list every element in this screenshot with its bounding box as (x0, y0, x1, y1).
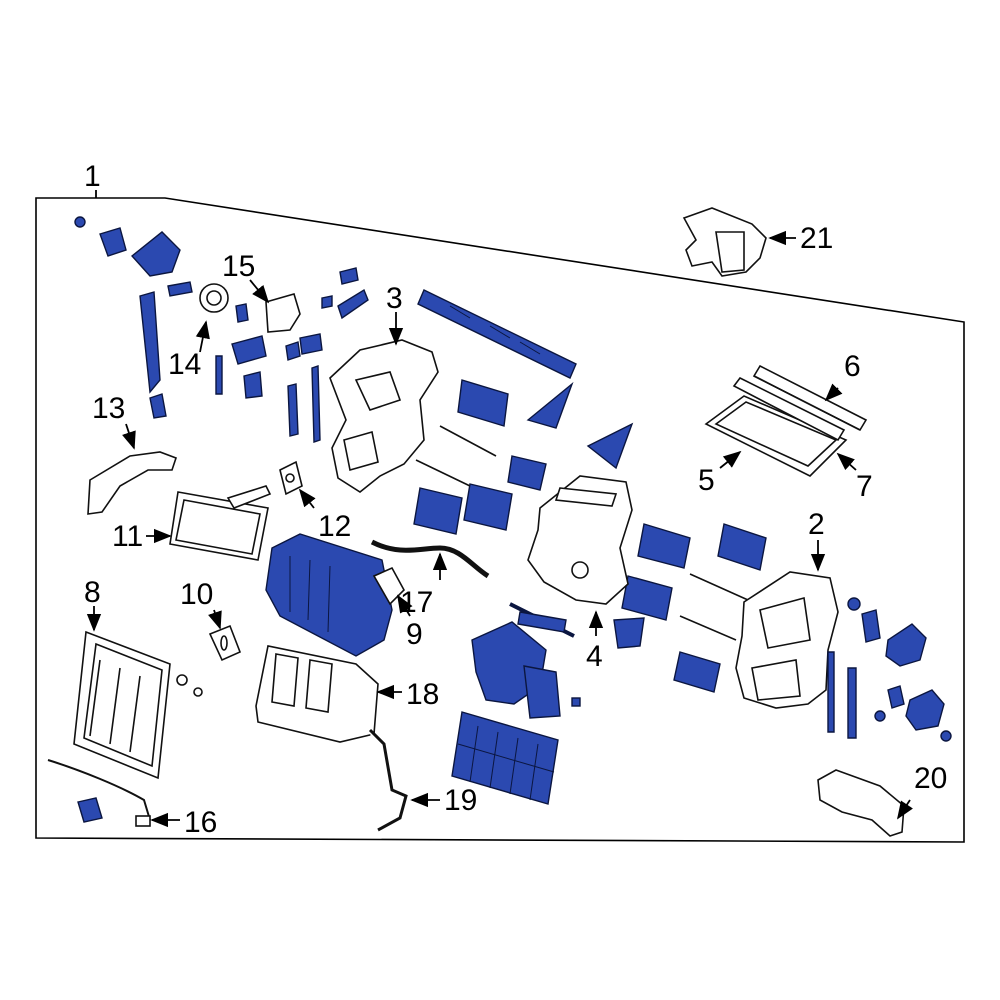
part-6-bar[interactable] (752, 364, 868, 432)
callout-20: 20 (914, 762, 947, 795)
part-4-housing[interactable] (527, 475, 633, 605)
part-20-duct[interactable] (817, 769, 905, 837)
callout-10: 10 (180, 578, 213, 611)
callout-21: 21 (800, 222, 833, 255)
part-17-hose[interactable] (370, 539, 490, 579)
callout-16: 16 (184, 806, 217, 839)
part-14-ring[interactable] (199, 283, 229, 313)
leader-lines (86, 190, 913, 828)
part-wedge-1[interactable] (526, 381, 574, 429)
callout-11: 11 (112, 520, 143, 553)
callout-4: 4 (586, 640, 603, 673)
callout-13: 13 (92, 392, 125, 425)
part-door-strip[interactable] (417, 289, 577, 379)
part-11-heater-core[interactable] (169, 485, 272, 561)
part-16-harness[interactable] (47, 759, 151, 827)
part-top-left-actuators[interactable] (74, 216, 193, 419)
part-filter-grille[interactable] (451, 711, 559, 805)
part-wedge-2[interactable] (586, 422, 634, 470)
part-3-housing[interactable] (329, 339, 439, 493)
part-21-duct[interactable] (682, 207, 767, 277)
callout-17: 17 (400, 586, 433, 619)
callout-8: 8 (84, 576, 101, 609)
callout-9: 9 (406, 618, 423, 651)
part-10-grommet[interactable] (208, 624, 242, 662)
callout-5: 5 (698, 464, 715, 497)
assembly-boundary (35, 197, 965, 843)
callout-2: 2 (808, 508, 825, 541)
callout-14: 14 (168, 348, 201, 381)
callout-7: 7 (856, 470, 873, 503)
part-2-housing[interactable] (735, 571, 839, 709)
part-blower-case[interactable] (471, 611, 645, 719)
part-right-actuators[interactable] (827, 597, 952, 742)
callout-18: 18 (406, 678, 439, 711)
callout-12: 12 (318, 510, 351, 543)
part-18-case[interactable] (255, 645, 379, 743)
part-13-duct[interactable] (87, 451, 178, 515)
part-9-case[interactable] (265, 533, 405, 657)
part-19-tube[interactable] (368, 728, 408, 832)
callout-19: 19 (444, 784, 477, 817)
callout-labels: 1 21 15 3 14 6 13 5 7 12 2 11 8 10 17 9 … (84, 160, 947, 839)
part-5-7-frame[interactable] (704, 376, 848, 477)
part-doors-center[interactable] (413, 379, 767, 693)
callout-3: 3 (386, 282, 403, 315)
part-15-actuator[interactable] (265, 293, 301, 333)
callout-6: 6 (844, 350, 861, 383)
callout-1: 1 (84, 160, 101, 193)
part-8-evaporator[interactable] (73, 630, 203, 780)
part-small-linkages[interactable] (215, 267, 369, 443)
part-12-grommet[interactable] (279, 460, 303, 496)
callout-15: 15 (222, 250, 255, 283)
